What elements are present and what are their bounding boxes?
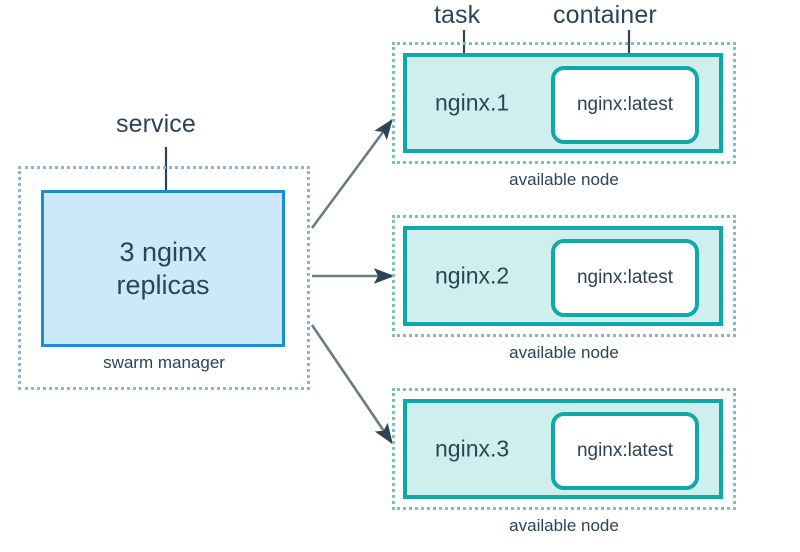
swarm-manager-group — [18, 166, 310, 390]
annotation-label-service: service — [116, 110, 196, 138]
container-box-1[interactable]: nginx:latest — [551, 66, 699, 144]
task-box-2[interactable]: nginx.2 nginx:latest — [403, 226, 723, 326]
container-box-3[interactable]: nginx:latest — [551, 412, 699, 490]
available-node-caption-1: available node — [509, 170, 619, 189]
container-box-2[interactable]: nginx:latest — [551, 239, 699, 317]
annotation-label-task: task — [434, 1, 481, 29]
available-node-group-2 — [392, 215, 736, 337]
service-box-label: 3 nginx replicas — [116, 236, 210, 300]
task-label-1: nginx.1 — [435, 89, 510, 116]
arrow-service-to-task-3 — [310, 324, 394, 445]
container-label-2: nginx:latest — [576, 267, 674, 288]
arrow-service-to-task-1 — [310, 118, 394, 229]
service-box[interactable]: 3 nginx replicas — [41, 190, 285, 347]
task-box-1[interactable]: nginx.1 nginx:latest — [403, 53, 723, 153]
annotation-label-container: container — [553, 1, 657, 29]
task-box-3[interactable]: nginx.3 nginx:latest — [403, 399, 723, 499]
swarm-manager-caption: swarm manager — [103, 353, 225, 372]
available-node-caption-2: available node — [509, 343, 619, 362]
task-label-2: nginx.2 — [435, 262, 510, 289]
available-node-group-3 — [392, 388, 736, 510]
available-node-group-1 — [392, 42, 736, 164]
container-label-3: nginx:latest — [576, 440, 674, 461]
container-label-1: nginx:latest — [576, 94, 674, 115]
available-node-caption-3: available node — [509, 516, 619, 535]
task-label-3: nginx.3 — [435, 435, 510, 462]
